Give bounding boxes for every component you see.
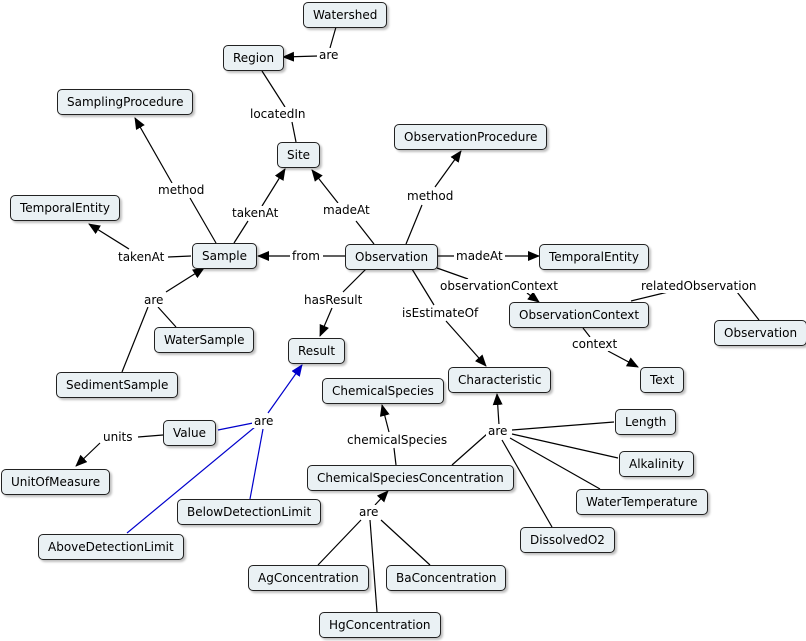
node-ba-concentration[interactable]: BaConcentration [386, 565, 507, 591]
node-below-detection-limit[interactable]: BelowDetectionLimit [177, 499, 322, 525]
edge-are-sample [165, 267, 205, 293]
edge-locatedin-region [261, 70, 286, 108]
edge-are-watertemperature [509, 437, 601, 490]
link-method-sample: method [156, 183, 207, 197]
link-made-at-site: madeAt [321, 203, 372, 217]
node-above-detection-limit[interactable]: AboveDetectionLimit [38, 534, 184, 560]
edge-sample-takenat-temporal [167, 255, 192, 258]
edge-madeat-site [311, 169, 339, 204]
edge-are-region [282, 51, 319, 62]
node-chemical-species-concentration[interactable]: ChemicalSpeciesConcentration [307, 465, 514, 491]
link-chemical-species: chemicalSpecies [345, 433, 450, 447]
edge-observation-context [436, 267, 469, 280]
link-are-result: are [252, 414, 276, 428]
node-watershed[interactable]: Watershed [303, 2, 388, 28]
link-located-in: locatedIn [248, 107, 308, 121]
node-length[interactable]: Length [615, 409, 677, 435]
link-observation-context: observationContext [438, 279, 560, 293]
edge-observation-hasresult [342, 268, 367, 293]
node-temporal-entity-right[interactable]: TemporalEntity [539, 244, 649, 270]
edge-sample-method [189, 197, 217, 244]
link-context: context [570, 337, 620, 351]
link-method-observation: method [405, 189, 456, 203]
edge-observationcontext-related [630, 291, 669, 302]
node-characteristic[interactable]: Characteristic [448, 367, 552, 393]
edge-are-sedimentsample [121, 306, 149, 373]
edge-hasresult-result [319, 307, 333, 337]
node-sample[interactable]: Sample [192, 243, 257, 269]
edge-units-unitofmeasure [75, 442, 101, 467]
edge-method-observationprocedure [434, 150, 462, 188]
edge-related-observation [736, 291, 760, 321]
edge-are-watersample [157, 306, 177, 328]
link-taken-at-temporal: takenAt [116, 250, 167, 264]
edge-takenat-site [261, 168, 286, 207]
node-chemical-species[interactable]: ChemicalSpecies [322, 378, 444, 404]
node-observation-context[interactable]: ObservationContext [509, 302, 650, 328]
edge-are-result [267, 364, 303, 414]
link-taken-at-site: takenAt [230, 206, 281, 220]
edge-are-baconcentration [380, 519, 431, 566]
edge-concentration-chemicalspecies [393, 447, 397, 466]
node-result[interactable]: Result [288, 338, 346, 364]
node-observation-right[interactable]: Observation [714, 320, 806, 346]
edge-takenat-temporalentity [88, 223, 130, 250]
link-related-observation: relatedObservation [639, 279, 759, 293]
node-observation-procedure[interactable]: ObservationProcedure [394, 124, 548, 150]
edge-site-locatedin [291, 121, 297, 143]
edge-are-concentration [374, 490, 389, 506]
node-sediment-sample[interactable]: SedimentSample [56, 372, 179, 398]
node-site[interactable]: Site [277, 142, 321, 168]
node-unit-of-measure[interactable]: UnitOfMeasure [1, 469, 111, 495]
edge-observation-isestimateof [411, 268, 435, 306]
link-has-result: hasResult [302, 293, 365, 307]
edge-observation-madeat [355, 220, 375, 245]
link-are-characteristic: are [486, 424, 510, 438]
edge-are-abovedetection [126, 426, 256, 534]
link-units: units [101, 430, 135, 444]
node-water-sample[interactable]: WaterSample [154, 327, 255, 353]
edge-observationcontext-context [582, 327, 591, 338]
node-sampling-procedure[interactable]: SamplingProcedure [57, 89, 194, 115]
edge-context-observationcontext [526, 291, 540, 303]
node-observation[interactable]: Observation [345, 244, 439, 270]
link-from: from [290, 249, 322, 263]
node-water-temperature[interactable]: WaterTemperature [576, 489, 708, 515]
edge-watershed-are [329, 26, 337, 49]
edge-context-text [607, 350, 639, 368]
edge-are-characteristic [492, 393, 503, 426]
edge-sample-takenat [233, 220, 249, 244]
link-made-at-temporal: madeAt [454, 249, 505, 263]
node-dissolved-o2[interactable]: DissolvedO2 [520, 527, 615, 553]
link-are-watershed: are [317, 48, 341, 62]
edge-value-units [137, 434, 164, 438]
edge-are-hgconcentration [369, 519, 378, 613]
edge-are-chemicalconcentration [451, 433, 488, 466]
node-text[interactable]: Text [640, 367, 685, 393]
edge-are-dissolvedo2 [501, 439, 553, 528]
link-are-sample: are [142, 293, 166, 307]
edge-chemicalspecies-chemicalspecies [379, 404, 390, 433]
edge-are-alkalinity [511, 433, 619, 459]
node-hg-concentration[interactable]: HgConcentration [319, 612, 441, 638]
node-ag-concentration[interactable]: AgConcentration [248, 565, 369, 591]
node-region[interactable]: Region [223, 45, 285, 71]
link-is-estimate-of: isEstimateOf [400, 306, 481, 320]
node-value[interactable]: Value [163, 420, 216, 446]
node-alkalinity[interactable]: Alkalinity [619, 451, 695, 477]
edge-are-value [217, 422, 254, 431]
edge-method-samplingprocedure [134, 117, 173, 184]
link-are-concentration: are [357, 505, 381, 519]
edge-are-agconcentration [317, 519, 362, 566]
edge-are-length [511, 421, 615, 431]
edge-are-belowdetection [249, 428, 264, 500]
edge-isestimateof-characteristic [445, 320, 487, 367]
edge-observation-method [405, 204, 423, 245]
node-temporal-entity-left[interactable]: TemporalEntity [10, 195, 120, 221]
